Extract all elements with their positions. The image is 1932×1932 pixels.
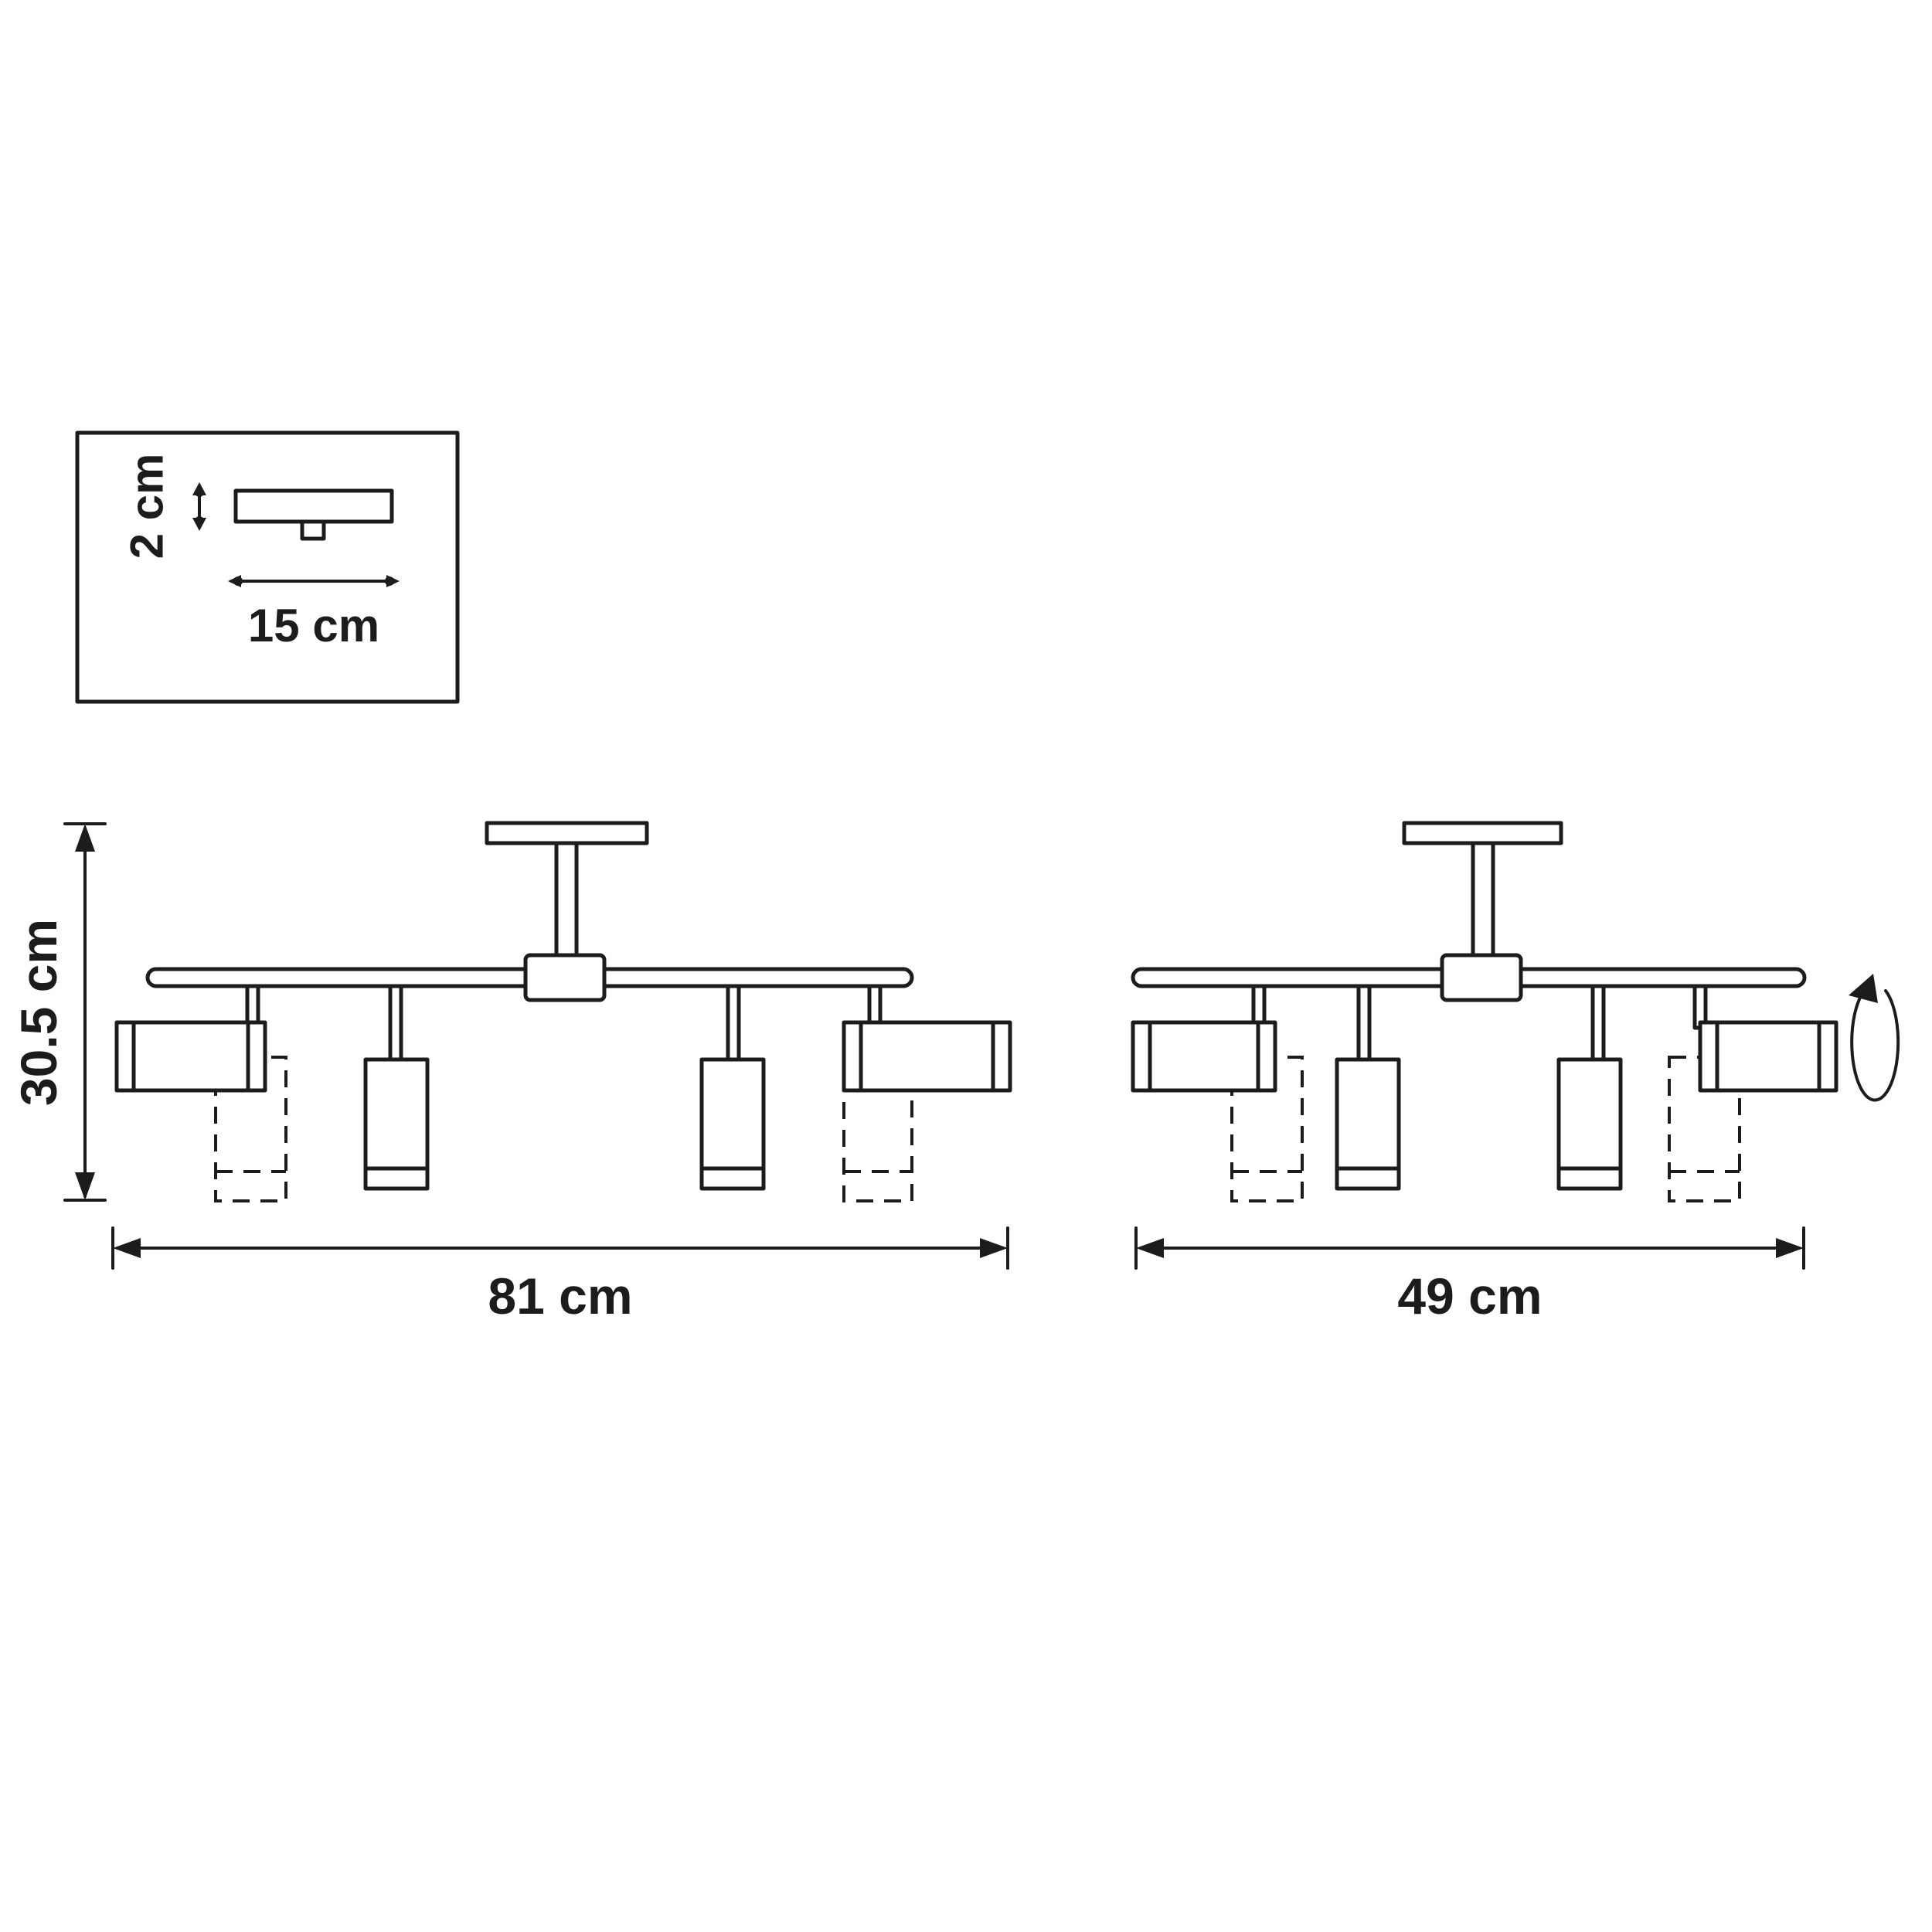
- arrowhead-right: [1776, 1238, 1804, 1258]
- arrowhead-left: [1136, 1238, 1164, 1258]
- ceiling-plate: [485, 821, 649, 845]
- mount-stem: [1471, 841, 1495, 961]
- left-view-width-label: 81 cm: [488, 1267, 632, 1325]
- drop-rod: [726, 984, 741, 1066]
- left-view-height-label: 30.5 cm: [10, 919, 67, 1106]
- fixture-right-view: 49 cm: [1131, 821, 1900, 1325]
- ceiling-plate: [1402, 821, 1563, 845]
- arrowhead-right: [386, 575, 400, 587]
- rotation-arrowhead: [1849, 974, 1878, 1003]
- drop-rod: [1590, 984, 1606, 1066]
- spot-head-vertical: [363, 1057, 430, 1191]
- spot-head-horizontal: [1698, 1020, 1838, 1093]
- spot-head-horizontal: [1131, 1020, 1277, 1093]
- spot-head-vertical: [699, 1057, 766, 1191]
- rotation-arrow-icon: [1849, 974, 1900, 1102]
- spot-head-horizontal: [114, 1020, 267, 1093]
- right-view-width-label: 49 cm: [1397, 1267, 1542, 1325]
- inset-height-label: 2 cm: [121, 454, 173, 560]
- inset-height-dimension: [192, 482, 206, 531]
- spot-head-vertical: [1335, 1057, 1401, 1191]
- width-dimension: [1134, 1226, 1805, 1270]
- drop-rod: [1356, 984, 1372, 1066]
- mount-plate-stub: [300, 519, 326, 541]
- arrowhead-left: [113, 1238, 141, 1258]
- inset-mount-plate: [233, 488, 394, 541]
- center-hub: [523, 953, 607, 1002]
- mount-detail-inset: 2 cm 15 cm: [75, 430, 460, 704]
- inset-width-label: 15 cm: [248, 600, 379, 651]
- arrowhead-up: [75, 824, 95, 852]
- center-hub: [1440, 953, 1523, 1002]
- arrowhead-down: [192, 518, 206, 531]
- width-dimension: [111, 1226, 1009, 1270]
- inset-border: [75, 430, 460, 704]
- height-dimension: [63, 822, 107, 1202]
- arrowhead-left: [228, 575, 241, 587]
- mount-stem: [554, 841, 579, 961]
- spot-head-vertical: [1556, 1057, 1623, 1191]
- spot-head-horizontal: [842, 1020, 1012, 1093]
- arrowhead-right: [980, 1238, 1008, 1258]
- arrowhead-down: [75, 1172, 95, 1200]
- mount-plate-body: [233, 488, 394, 524]
- inset-width-dimension: [228, 575, 400, 587]
- drop-rod: [388, 984, 403, 1066]
- fixture-left-view: 30.5 cm 81 cm: [10, 821, 1012, 1325]
- arrowhead-up: [192, 482, 206, 495]
